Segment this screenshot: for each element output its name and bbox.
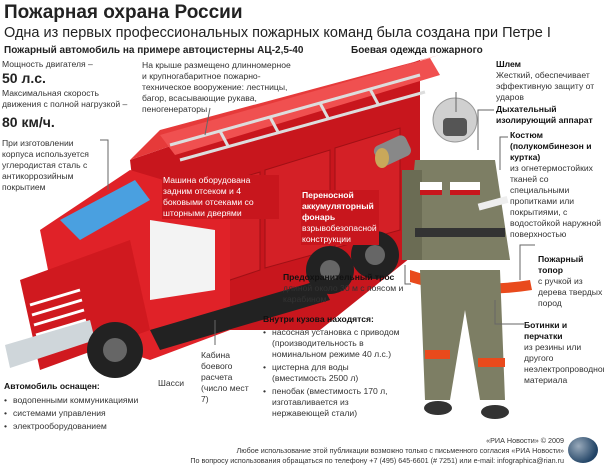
suit-text: из огнетермостойких тканей со специальны… xyxy=(510,163,602,239)
axe-callout: Пожарный топор с ручкой из дерева тверды… xyxy=(538,254,604,309)
inside-section: Внутри кузова находятся: насосная устано… xyxy=(263,314,403,421)
list-item: цистерна для воды (вместимость 2500 л) xyxy=(263,362,403,384)
leader-lines xyxy=(100,92,535,345)
speed-label: Максимальная скорость движения с полной … xyxy=(2,88,128,109)
list-item: пенобак (вместимость 170 л, изготавливае… xyxy=(263,386,403,419)
boots-callout: Ботинки и перчатки из резины или другого… xyxy=(524,320,604,386)
copyright: «РИА Новости» © 2009 xyxy=(486,436,564,445)
compartments-note: Машина оборудована задним отсеком и 4 бо… xyxy=(162,175,279,219)
wheels xyxy=(87,231,399,378)
suit-title: Костюм (полукомбинезон и куртка) xyxy=(510,130,592,162)
boots-title: Ботинки и перчатки xyxy=(524,320,568,341)
list-item: системами управления xyxy=(4,408,154,419)
helmet-text: Жесткий, обеспечивает эффективную защиту… xyxy=(496,70,595,102)
truck-heading: Пожарный автомобиль на примере автоцисте… xyxy=(4,45,304,56)
rope-text: длиной около 30 м с поясом и карабином xyxy=(283,283,404,304)
page-subtitle: Одна из первых профессиональных пожарных… xyxy=(4,25,551,41)
lamp-callout: Переносной аккумуляторный фонарь взрывоб… xyxy=(301,190,379,245)
power-label: Мощность двигателя – xyxy=(2,59,93,69)
lamp-title: Переносной аккумуляторный фонарь xyxy=(301,190,379,223)
ria-logo-icon xyxy=(568,437,598,463)
list-item: насосная установка с приводом (производи… xyxy=(263,327,403,360)
equipped-heading: Автомобиль оснащен: xyxy=(4,381,100,391)
boots-text: из резины или другого неэлектропроводног… xyxy=(524,342,604,385)
speed-value: 80 км/ч. xyxy=(2,114,55,130)
list-item: водопенными коммуникациями xyxy=(4,395,154,406)
axe-title: Пожарный топор xyxy=(538,254,584,275)
helmet-callout: Шлем Жесткий, обеспечивает эффективную з… xyxy=(496,59,604,103)
list-item: электрооборудованием xyxy=(4,421,154,432)
footer: «РИА Новости» © 2009 Любое использование… xyxy=(190,436,564,466)
equipped-section: Автомобиль оснащен: водопенными коммуник… xyxy=(4,381,154,434)
inside-heading: Внутри кузова находятся: xyxy=(263,314,374,324)
chassis-label: Шасси xyxy=(158,378,185,388)
gear-heading: Боевая одежда пожарного xyxy=(351,45,483,56)
breathing-title: Дыхательный изолирующий аппарат xyxy=(496,104,593,125)
body-note: При изготовлении корпуса используется уг… xyxy=(2,138,89,192)
roof-note: На крыше размещено длинномерное и крупно… xyxy=(142,60,291,114)
rope-title: Предохранительный трос xyxy=(283,272,395,282)
page-title: Пожарная охрана России xyxy=(4,2,243,23)
power-value: 50 л.с. xyxy=(2,70,46,86)
helmet-title: Шлем xyxy=(496,59,522,69)
firefighter-illustration xyxy=(373,97,532,419)
footer-line-2: По вопросу использования обращаться по т… xyxy=(190,456,564,465)
suit-callout: Костюм (полукомбинезон и куртка) из огне… xyxy=(510,130,604,240)
lamp-text: взрывобезопасной конструкции xyxy=(301,223,379,245)
cabin-note: Кабина боевого расчета (число мест 7) xyxy=(201,350,249,404)
footer-line-1: Любое использование этой публикации возм… xyxy=(236,446,564,455)
rope-callout: Предохранительный трос длиной около 30 м… xyxy=(283,272,408,305)
axe-text: с ручкой из дерева твердых пород xyxy=(538,276,603,308)
